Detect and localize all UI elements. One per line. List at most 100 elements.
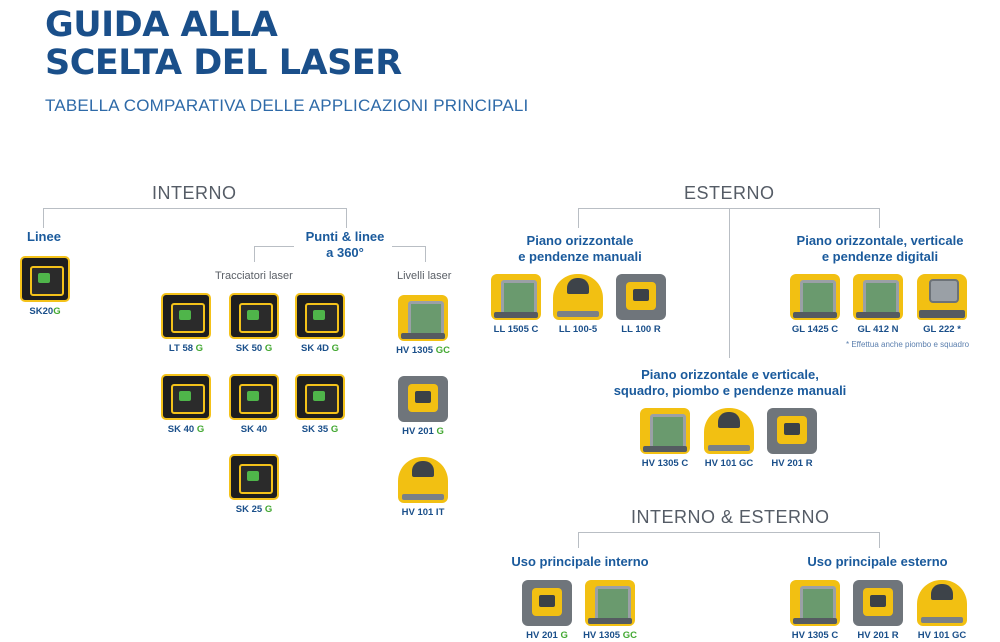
product-label: SK 50 G: [235, 343, 273, 354]
product-card: SK 40: [219, 374, 289, 435]
product-card: SK 4D G: [285, 293, 355, 354]
group-manuali-title: Piano orizzontale e pendenze manuali: [495, 233, 665, 265]
product-label: SK 40: [240, 424, 268, 435]
product-card: GL 222 *: [907, 274, 977, 335]
livelli-label: Livelli laser: [397, 270, 452, 282]
laser-device-image: [398, 457, 448, 503]
product-label: HV 101 IT: [401, 507, 445, 518]
laser-device-image: [522, 580, 572, 626]
product-label: GL 222 *: [923, 324, 961, 335]
product-card: HV 201 R: [843, 580, 913, 641]
group-linee-title: Linee: [27, 229, 61, 244]
group-uso-esterno-title: Uso principale esterno: [807, 554, 948, 569]
product-card: GL 412 N: [843, 274, 913, 335]
laser-device-image: [491, 274, 541, 320]
product-label: HV 201 R: [771, 458, 813, 469]
laser-device-image: [161, 374, 211, 420]
connector-line: [578, 208, 579, 228]
section-esterno-title: ESTERNO: [684, 183, 775, 203]
product-label: HV 201 G: [402, 426, 444, 437]
product-card: HV 201 G: [388, 376, 458, 437]
laser-device-image: [853, 274, 903, 320]
product-label: SK 25 G: [235, 504, 273, 515]
product-card: LL 100-5: [543, 274, 613, 335]
group-digitali-line-1: Piano orizzontale, verticale: [796, 233, 964, 248]
title-line-2: SCELTA DEL LASER: [45, 43, 402, 83]
product-card: HV 201 R: [757, 408, 827, 469]
laser-device-image: [767, 408, 817, 454]
product-label: LL 100 R: [621, 324, 661, 335]
product-card: HV 101 GC: [694, 408, 764, 469]
product-card: HV 1305 GC: [575, 580, 645, 641]
product-label: SK 35 G: [301, 424, 339, 435]
product-label: LL 100-5: [558, 324, 598, 335]
product-label: SK 4D G: [300, 343, 339, 354]
product-label: HV 201 G: [526, 630, 568, 641]
laser-device-image: [917, 274, 967, 320]
laser-device-image: [398, 295, 448, 341]
product-label: GL 412 N: [857, 324, 899, 335]
product-card: SK 35 G: [285, 374, 355, 435]
laser-device-image: [640, 408, 690, 454]
product-label: LT 58 G: [168, 343, 204, 354]
group-digitali-title: Piano orizzontale, verticale e pendenze …: [780, 233, 980, 265]
product-card: HV 1305 C: [780, 580, 850, 641]
connector-line: [578, 532, 579, 548]
laser-device-image: [917, 580, 967, 626]
connector-line: [254, 246, 294, 247]
title-line-1: GUIDA ALLA: [45, 5, 278, 45]
group-verticale-title: Piano orizzontale e verticale, squadro, …: [600, 367, 860, 399]
product-card: SK 50 G: [219, 293, 289, 354]
connector-line: [879, 532, 880, 548]
group-digitali-line-2: e pendenze digitali: [821, 249, 939, 264]
laser-device-image: [790, 274, 840, 320]
laser-device-image: [790, 580, 840, 626]
group-verticale-line-2: squadro, piombo e pendenze manuali: [613, 383, 847, 398]
product-card: SK 25 G: [219, 454, 289, 515]
group-punti-line-2: a 360°: [326, 245, 364, 260]
group-manuali-line-2: e pendenze manuali: [518, 249, 642, 264]
connector-line: [43, 208, 347, 209]
connector-line: [425, 246, 426, 262]
laser-device-image: [585, 580, 635, 626]
product-card: LL 1505 C: [481, 274, 551, 335]
product-card: HV 201 G: [512, 580, 582, 641]
product-card: HV 101 IT: [388, 457, 458, 518]
laser-device-image: [295, 293, 345, 339]
laser-device-image: [20, 256, 70, 302]
product-label: HV 1305 C: [791, 630, 839, 641]
product-label: HV 101 GC: [704, 458, 754, 469]
laser-device-image: [616, 274, 666, 320]
connector-line: [254, 246, 255, 262]
laser-device-image: [853, 580, 903, 626]
laser-device-image: [295, 374, 345, 420]
group-punti-line-1: Punti & linee: [305, 229, 385, 244]
group-verticale-line-1: Piano orizzontale e verticale,: [641, 367, 819, 382]
laser-device-image: [229, 293, 279, 339]
product-card: HV 101 GC: [907, 580, 977, 641]
product-label: HV 101 GC: [917, 630, 967, 641]
laser-device-image: [398, 376, 448, 422]
page-subtitle: TABELLA COMPARATIVA DELLE APPLICAZIONI P…: [45, 96, 529, 115]
product-label: SK 40 G: [167, 424, 205, 435]
product-label: HV 1305 GC: [396, 345, 450, 356]
product-label: GL 1425 C: [791, 324, 839, 335]
product-card: GL 1425 C: [780, 274, 850, 335]
product-label: LL 1505 C: [493, 324, 539, 335]
product-card: SK 40 G: [151, 374, 221, 435]
section-interno-esterno-title: INTERNO & ESTERNO: [631, 507, 830, 527]
section-interno-title: INTERNO: [152, 183, 237, 203]
laser-device-image: [161, 293, 211, 339]
connector-line: [729, 208, 730, 358]
laser-device-image: [704, 408, 754, 454]
connector-line: [578, 532, 880, 533]
footnote: * Effettua anche piombo e squadro: [846, 340, 970, 349]
connector-line: [392, 246, 426, 247]
tracciatori-label: Tracciatori laser: [215, 270, 293, 282]
laser-device-image: [229, 454, 279, 500]
product-label: HV 1305 C: [641, 458, 689, 469]
product-card: SK20G: [10, 256, 80, 317]
connector-line: [346, 208, 347, 228]
product-card: HV 1305 GC: [388, 295, 458, 356]
group-uso-interno-title: Uso principale interno: [511, 554, 649, 569]
